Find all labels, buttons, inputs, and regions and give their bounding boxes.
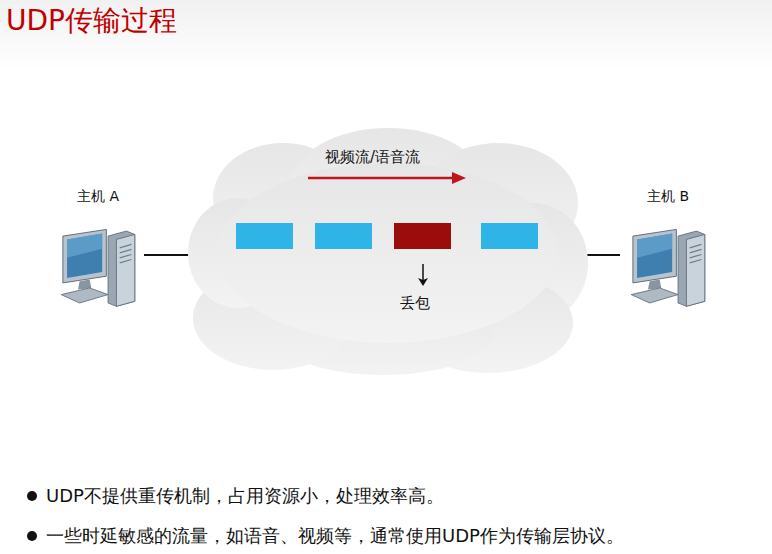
computer-icon bbox=[612, 206, 724, 308]
bullet-text: UDP不提供重传机制，占用资源小，处理效率高。 bbox=[46, 484, 444, 508]
header-band bbox=[0, 0, 772, 70]
bullet-dot bbox=[27, 491, 37, 501]
packet bbox=[236, 223, 293, 249]
packet bbox=[481, 223, 538, 249]
host-label: 主机 A bbox=[42, 188, 154, 206]
host-label: 主机 B bbox=[612, 188, 724, 206]
bullet-dot bbox=[27, 531, 37, 541]
loss-label: 丢包 bbox=[400, 294, 430, 313]
network-cloud: 视频流/语音流丢包 bbox=[188, 128, 588, 378]
packet bbox=[394, 223, 451, 249]
flow-label: 视频流/语音流 bbox=[325, 148, 420, 167]
computer-icon bbox=[42, 206, 154, 308]
packet bbox=[315, 223, 372, 249]
bullet-text: 一些时延敏感的流量，如语音、视频等，通常使用UDP作为传输层协议。 bbox=[46, 524, 624, 548]
slide-title: UDP传输过程 bbox=[6, 2, 177, 40]
host-computer: 主机 A bbox=[42, 186, 154, 308]
host-computer: 主机 B bbox=[612, 186, 724, 308]
